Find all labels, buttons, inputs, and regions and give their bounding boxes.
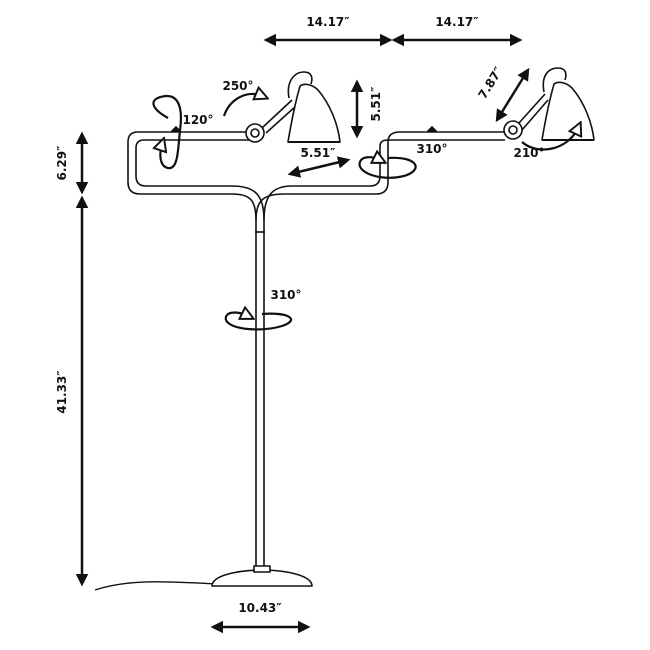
arm-height-label: 6.29″ [55,145,69,181]
left-arm-extension-arrow [287,156,351,178]
left-shade-height-label: 5.51″ [369,86,383,122]
base-collar [253,565,271,573]
left-shade [287,83,341,143]
right-shade-neck [542,67,567,93]
floor-lamp [94,67,595,591]
left-shade-rotation-label: 250° [222,79,253,93]
right-shade-rotation-label: 210° [513,146,544,160]
left-arm [127,131,257,221]
left-shade-rotation-arrow [222,94,262,117]
center-rotation-arrow [358,157,417,179]
right-joint [503,120,523,140]
dimension-arrows [75,33,530,634]
left-shade-neck [287,71,313,99]
left-pivot-rotation-label: 120° [182,113,213,127]
right-arm [255,131,505,221]
stem-rotation-label: 310° [270,288,301,302]
right-arm-length-label: 7.87″ [475,64,506,102]
right-shade [541,81,595,141]
right-shade-rotation-arrow [521,128,578,151]
right-arm-length-arrow [495,67,530,123]
left-joint [245,123,265,143]
stem-height-label: 41.33″ [55,370,69,414]
base-width-label: 10.43″ [238,601,282,615]
center-rotation-label: 310° [416,142,447,156]
rotation-arrows [153,94,578,331]
power-cord [94,581,219,591]
stem-rotation-arrow [224,313,293,331]
top-right-width-label: 14.17″ [435,15,479,29]
left-arm-extension-label: 5.51″ [301,146,337,160]
left-pivot-rotation-arrow [153,94,183,170]
top-left-width-label: 14.17″ [306,15,350,29]
